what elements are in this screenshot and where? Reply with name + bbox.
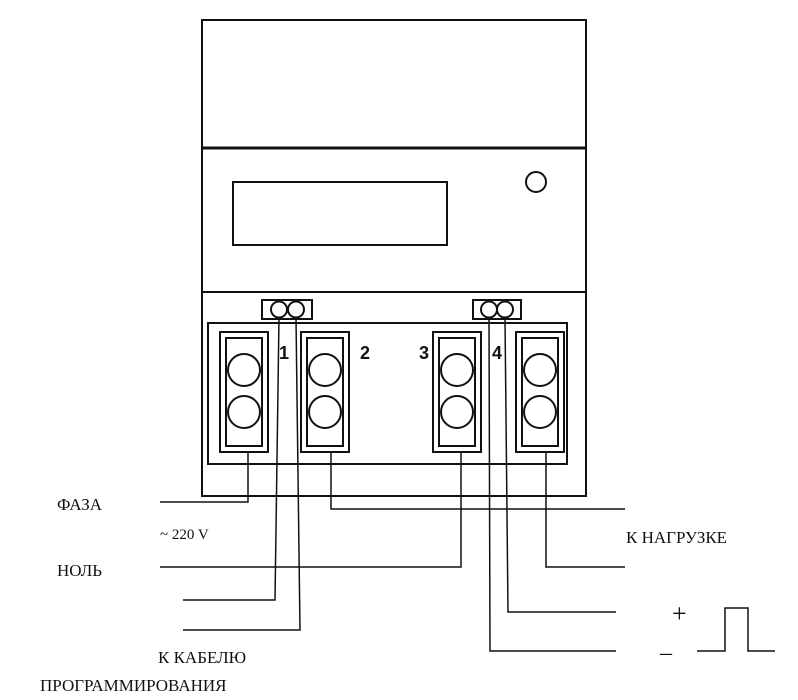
wire-load-2: [545, 452, 625, 568]
terminal-4: [515, 331, 565, 453]
label-neutral: НОЛЬ: [57, 561, 102, 580]
label-minus: –: [659, 640, 673, 666]
label-to-load: К НАГРУЗКЕ: [626, 528, 727, 547]
label-voltage: ~ 220 V: [160, 527, 209, 543]
wire-neutral: [160, 452, 462, 568]
wire-load-1: [330, 452, 625, 510]
connector-block-right: [472, 299, 522, 320]
terminal-1: [219, 331, 269, 453]
terminal-2: [300, 331, 350, 453]
terminal-3: [432, 331, 482, 453]
terminal-number-1: 1: [279, 343, 289, 363]
connector-block-left: [261, 299, 313, 320]
terminal-number-4: 4: [492, 343, 502, 363]
label-plus: +: [672, 599, 687, 628]
display-window: [232, 181, 448, 246]
wire-phase: [160, 452, 249, 503]
wire-pulse-minus: [488, 317, 616, 652]
label-to-cable: К КАБЕЛЮ: [158, 648, 246, 667]
indicator-led-icon: [525, 171, 547, 193]
wire-prog-1: [183, 317, 280, 601]
pulse-waveform: [697, 607, 775, 652]
terminal-number-2: 2: [360, 343, 370, 363]
meter-housing: [201, 19, 587, 497]
label-phase: ФАЗА: [57, 495, 103, 514]
terminal-block: [207, 322, 568, 465]
terminal-number-3: 3: [419, 343, 429, 363]
wire-pulse-plus: [504, 317, 616, 613]
wire-prog-2: [183, 317, 301, 631]
label-programming: ПРОГРАММИРОВАНИЯ: [40, 676, 227, 695]
